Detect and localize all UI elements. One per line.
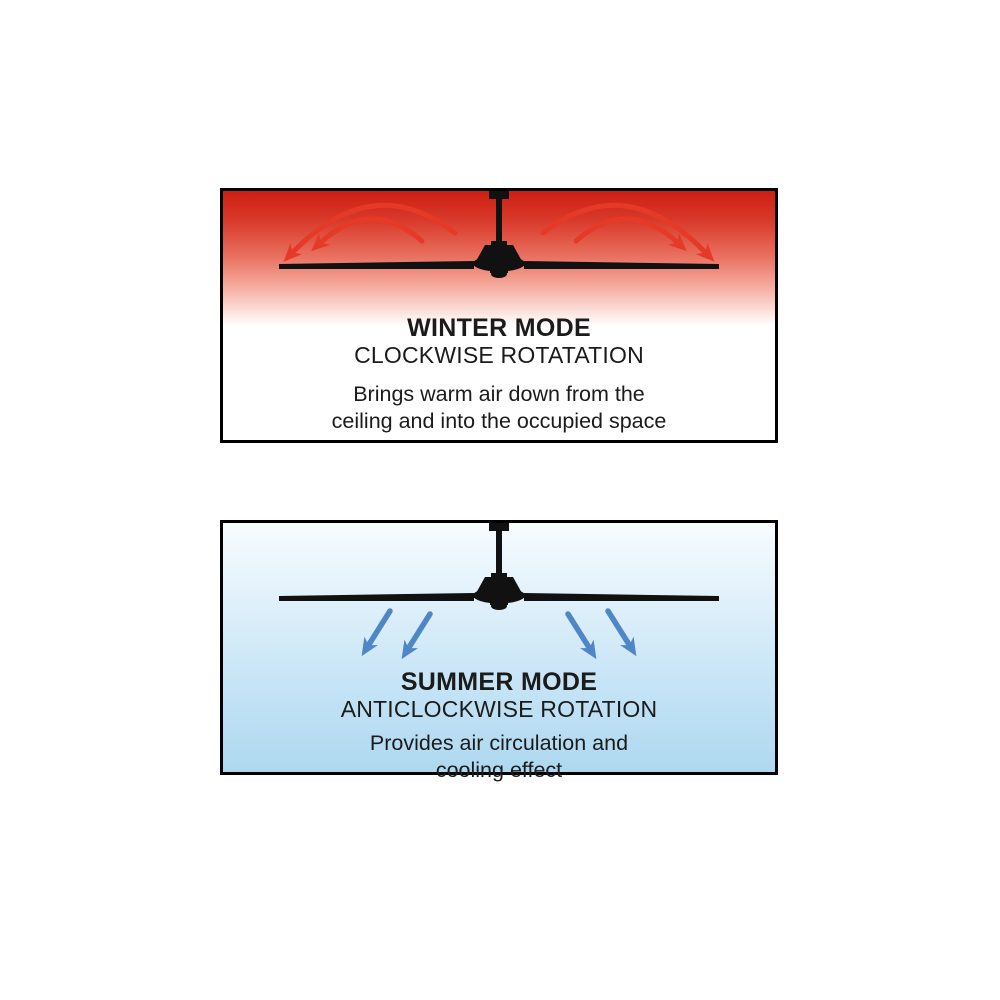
fan-finial — [491, 602, 507, 610]
cool-airflow-arrow-left-inner — [401, 611, 433, 660]
summer-mode-panel: SUMMER MODE ANTICLOCKWISE ROTATION Provi… — [220, 520, 778, 782]
fan-motor-top — [491, 241, 507, 247]
summer-description-line1: Provides air circulation and — [369, 731, 629, 756]
summer-mode-title: SUMMER MODE — [400, 668, 598, 696]
winter-description-line2: ceiling and into the occupied space — [331, 408, 667, 433]
fan-ceiling-mount — [489, 191, 509, 199]
warm-airflow-arrow-outer-right — [540, 202, 715, 262]
cool-airflow-arrow-right-outer — [605, 608, 637, 657]
fan-ceiling-mount — [489, 523, 509, 531]
warm-airflow-arrow-outer-left — [283, 202, 458, 262]
warm-airflow-arrows — [283, 202, 715, 262]
winter-rotation-subtitle: CLOCKWISE ROTATATION — [354, 342, 644, 369]
fan-motor-flange — [473, 587, 525, 604]
ceiling-fan-icon — [279, 523, 719, 610]
fan-motor-top — [491, 573, 507, 579]
summer-description-line2: cooling effect — [435, 757, 563, 782]
cool-airflow-arrows — [361, 608, 637, 660]
ceiling-fan-icon — [279, 191, 719, 278]
winter-fan-illustration — [279, 191, 719, 278]
winter-mode-panel: WINTER MODE CLOCKWISE ROTATATION Brings … — [220, 188, 778, 443]
fan-finial — [491, 270, 507, 278]
fan-blade-left — [279, 593, 474, 601]
summer-rotation-subtitle: ANTICLOCKWISE ROTATION — [340, 696, 658, 723]
fan-blade-left — [279, 261, 474, 269]
cool-airflow-arrow-right-inner — [565, 611, 597, 660]
fan-motor-flange — [473, 255, 525, 272]
winter-mode-title: WINTER MODE — [407, 314, 591, 342]
summer-fan-illustration — [279, 523, 719, 660]
winter-description-line1: Brings warm air down from the — [353, 382, 645, 407]
fan-blade-right — [524, 593, 719, 601]
warm-airflow-arrow-inner-right — [573, 216, 687, 252]
fan-downrod — [496, 197, 502, 245]
fan-blade-right — [524, 261, 719, 269]
cool-airflow-arrow-left-outer — [361, 608, 393, 657]
warm-airflow-arrow-inner-left — [311, 216, 425, 252]
fan-downrod — [496, 529, 502, 577]
